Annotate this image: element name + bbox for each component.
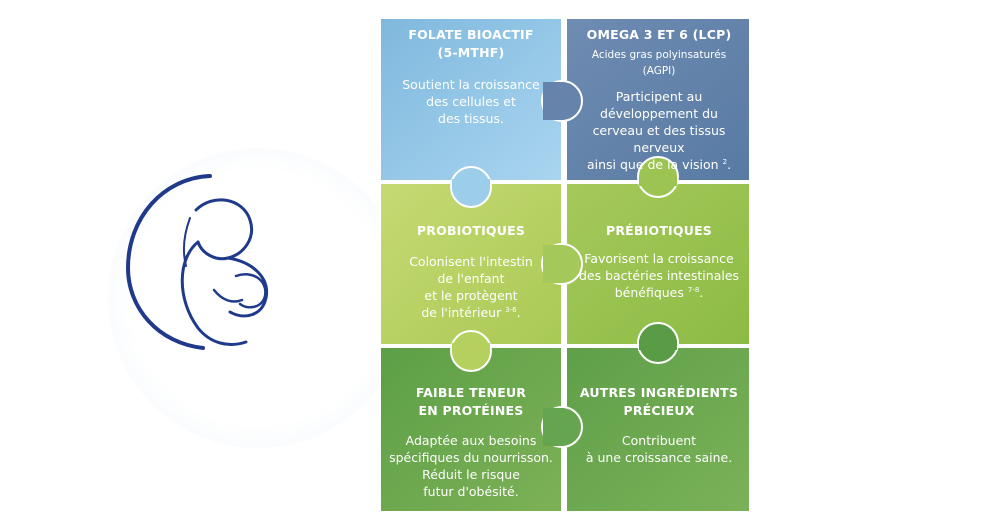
body-line: cerveau et des tissus nerveux (592, 123, 726, 155)
body-line: des tissus. (438, 111, 504, 126)
piece-subtitle: Acides gras polyinsaturés (AGPI) (591, 49, 727, 77)
piece-text-omega: OMEGA 3 ET 6 (LCP) Acides gras polyinsat… (574, 26, 744, 173)
piece-title: OMEGA 3 ET 6 (LCP) (586, 27, 732, 42)
piece-text-folate: FOLATE BIOACTIF (5-MTHF) Soutient la cro… (388, 26, 554, 127)
piece-text-ingredients: AUTRES INGRÉDIENTS PRÉCIEUX Contribuent … (574, 384, 744, 466)
piece-title: PROBIOTIQUES (416, 223, 526, 238)
body-line: de l'enfant (437, 271, 505, 286)
piece-text-prebiotiques: PRÉBIOTIQUES Favorisent la croissance de… (574, 222, 744, 301)
piece-title: FOLATE BIOACTIF (5-MTHF) (388, 26, 554, 62)
body-line: des cellules et (426, 94, 516, 109)
piece-prebiotiques (565, 182, 751, 346)
body-line: Colonisent l'intestin (409, 254, 533, 269)
body-line: de l'intérieur 3-6. (421, 305, 521, 320)
piece-text-probiotiques: PROBIOTIQUES Colonisent l'intestin de l'… (388, 222, 554, 321)
piece-ingredients (565, 346, 751, 513)
body-line: développement du (600, 106, 718, 121)
title-line: FAIBLE TENEUR (415, 385, 527, 400)
piece-title: PRÉBIOTIQUES (605, 223, 713, 238)
piece-body: Favorisent la croissance des bactéries i… (574, 250, 744, 301)
body-line: futur d'obésité. (423, 484, 519, 499)
body-line: spécifiques du nourrisson. (389, 450, 553, 465)
piece-text-proteines: FAIBLE TENEUR EN PROTÉINES Adaptée aux b… (388, 384, 554, 500)
piece-body: Contribuent à une croissance saine. (574, 432, 744, 466)
title-line: PRÉCIEUX (623, 403, 695, 418)
body-line: à une croissance saine. (585, 450, 733, 465)
body-line: ainsi que de la vision 2. (586, 157, 732, 172)
body-line: Participent au (615, 89, 703, 104)
piece-body: Soutient la croissance des cellules et d… (388, 76, 554, 127)
body-line: bénéfiques 7-8. (614, 285, 704, 300)
piece-body: Colonisent l'intestin de l'enfant et le … (388, 253, 554, 321)
body-line: Adaptée aux besoins (405, 433, 537, 448)
body-line: Réduit le risque (422, 467, 520, 482)
body-line: et le protègent (424, 288, 518, 303)
title-line: FOLATE BIOACTIF (408, 27, 534, 42)
piece-title: AUTRES INGRÉDIENTS PRÉCIEUX (574, 384, 744, 420)
title-line: (5-MTHF) (437, 45, 505, 60)
body-line: Favorisent la croissance (584, 251, 734, 266)
piece-body: Participent au développement du cerveau … (574, 88, 744, 173)
piece-body: Adaptée aux besoins spécifiques du nourr… (388, 432, 554, 500)
body-line: Contribuent (621, 433, 697, 448)
title-line: EN PROTÉINES (418, 403, 524, 418)
piece-proteines (379, 346, 563, 513)
mother-child-logo-icon (125, 174, 269, 350)
title-line: AUTRES INGRÉDIENTS (579, 385, 739, 400)
piece-title: FAIBLE TENEUR EN PROTÉINES (388, 384, 554, 420)
body-line: des bactéries intestinales (578, 268, 740, 283)
body-line: Soutient la croissance (402, 77, 540, 92)
